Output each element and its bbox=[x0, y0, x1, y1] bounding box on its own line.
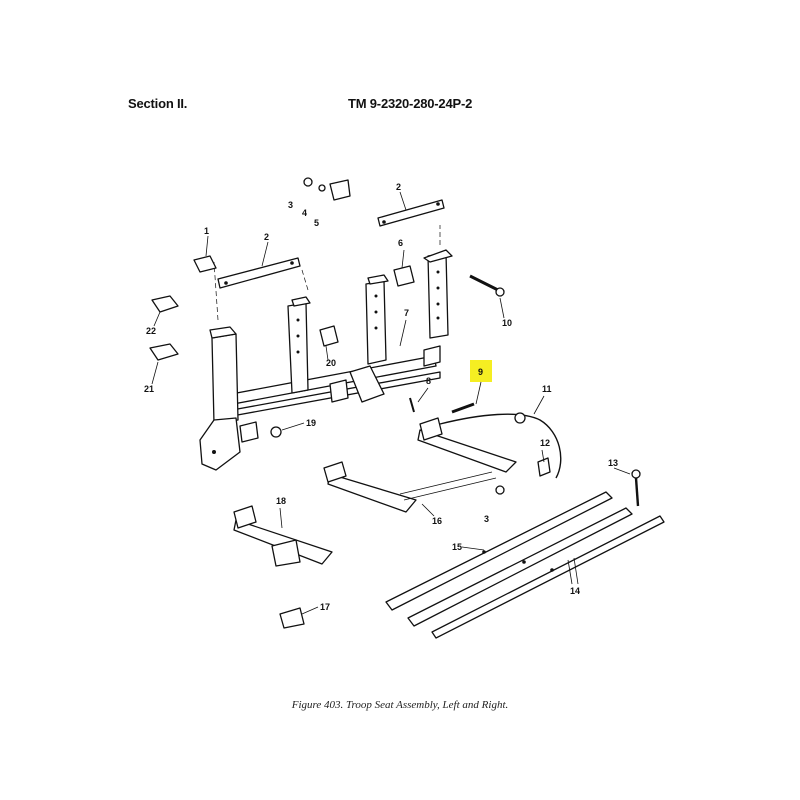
leader-lines bbox=[151, 191, 631, 615]
callout-18: 18 bbox=[276, 496, 286, 506]
callout-3-top: 3 bbox=[288, 200, 293, 210]
lower-seat-bracket bbox=[233, 505, 333, 629]
callout-7: 7 bbox=[404, 308, 409, 318]
section-heading: Section II. bbox=[128, 96, 188, 111]
callout-4: 4 bbox=[302, 208, 307, 218]
callout-highlight bbox=[470, 360, 492, 382]
callout-15: 15 bbox=[452, 542, 462, 552]
callout-11: 11 bbox=[542, 384, 552, 394]
seat-bracket-assembly bbox=[323, 402, 562, 513]
figure-caption: Figure 403. Troop Seat Assembly, Left an… bbox=[291, 699, 509, 711]
callout-6: 6 bbox=[398, 238, 403, 248]
callout-20: 20 bbox=[326, 358, 336, 368]
callout-14: 14 bbox=[570, 586, 580, 596]
clip-parts bbox=[149, 177, 505, 438]
seat-frame bbox=[199, 225, 453, 471]
callout-22: 22 bbox=[146, 326, 156, 336]
callout-2-right: 2 bbox=[396, 182, 401, 192]
callout-1: 1 bbox=[204, 226, 209, 236]
callout-10: 10 bbox=[502, 318, 512, 328]
callout-3-bottom: 3 bbox=[484, 514, 489, 524]
callout-16: 16 bbox=[432, 516, 442, 526]
callout-labels: 1 2 2 3 3 4 5 6 7 8 9 10 11 12 13 14 15 … bbox=[144, 182, 618, 612]
callout-17: 17 bbox=[320, 602, 330, 612]
callout-8: 8 bbox=[426, 376, 431, 386]
callout-21: 21 bbox=[144, 384, 154, 394]
callout-5: 5 bbox=[314, 218, 319, 228]
callout-2-left: 2 bbox=[264, 232, 269, 242]
callout-19: 19 bbox=[306, 418, 316, 428]
callout-9: 9 bbox=[478, 367, 483, 377]
upper-straps bbox=[217, 199, 445, 289]
callout-13: 13 bbox=[608, 458, 618, 468]
seat-slats bbox=[385, 469, 665, 639]
manual-number: TM 9-2320-280-24P-2 bbox=[348, 96, 473, 111]
callout-12: 12 bbox=[540, 438, 550, 448]
